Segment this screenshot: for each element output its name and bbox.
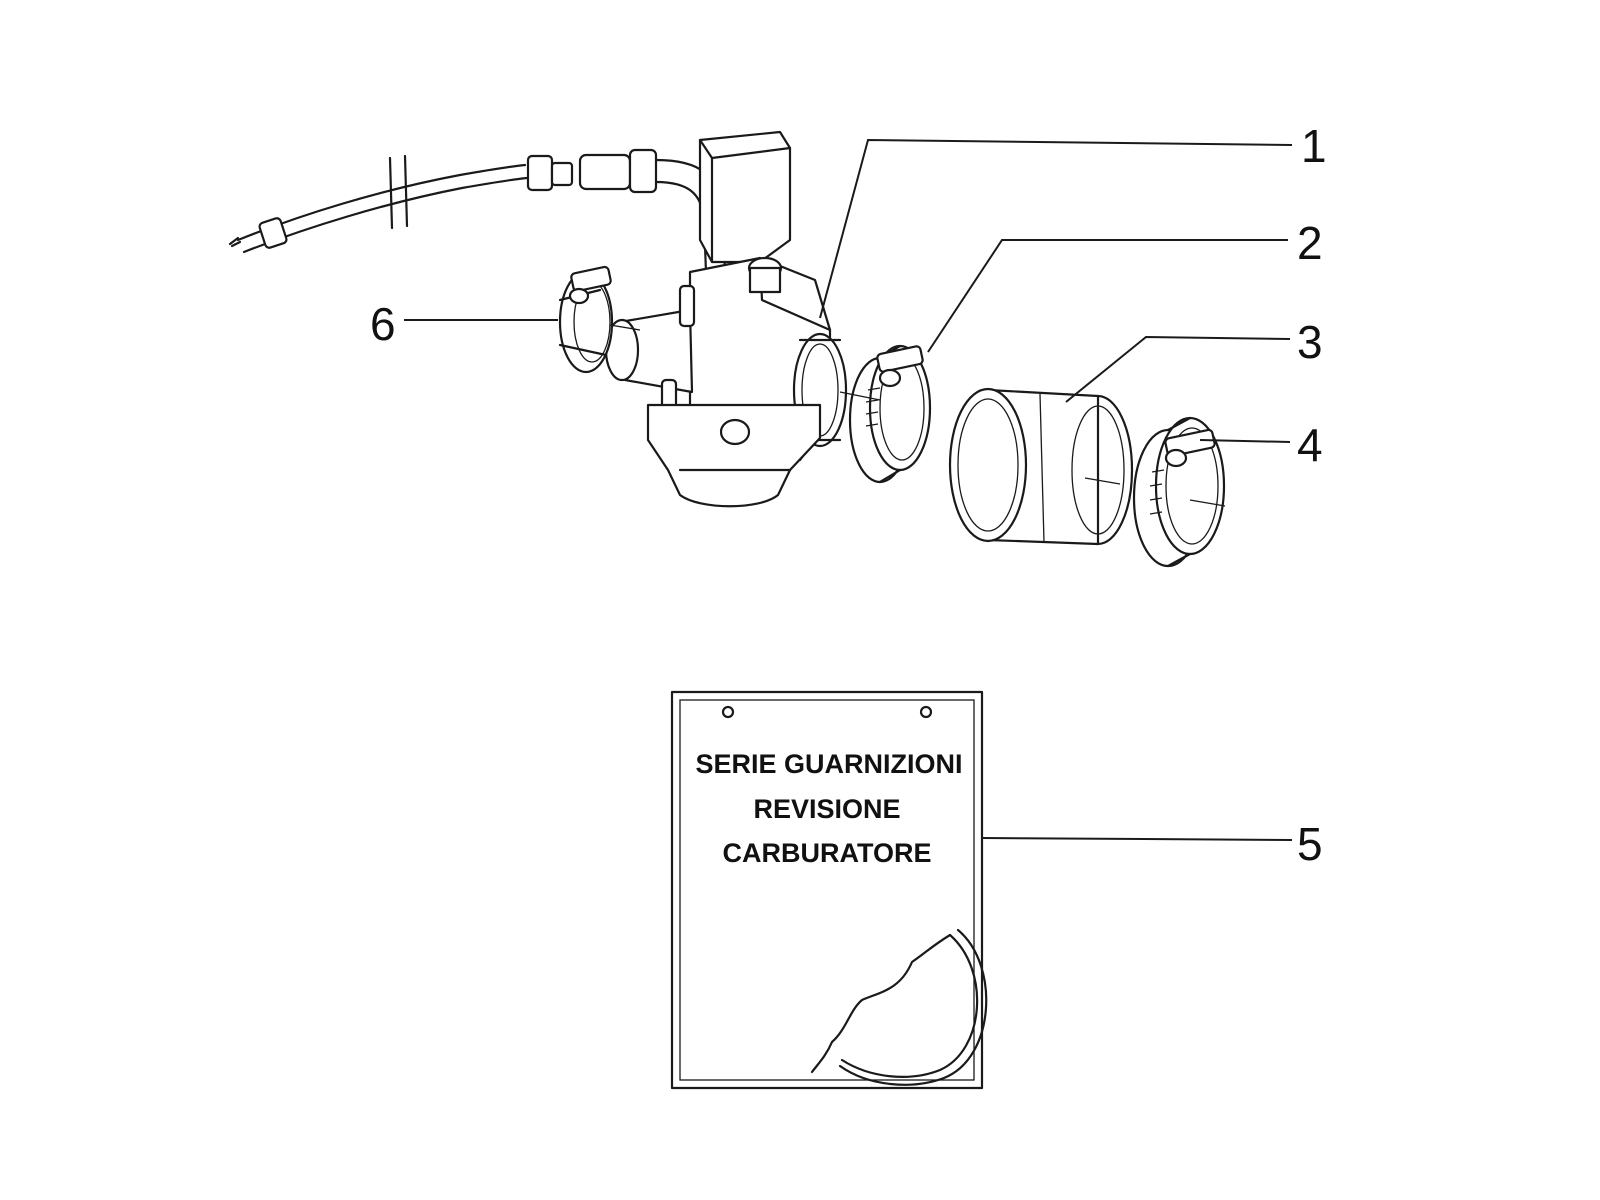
callout-5: 5 [1297,818,1323,870]
leader-5 [981,837,1293,841]
callout-2: 2 [1297,217,1323,269]
hose-clamp-4 [1132,416,1226,568]
leader-4 [1199,439,1291,443]
callout-4: 4 [1297,419,1323,471]
callout-6: 6 [370,298,396,350]
callout-3: 3 [1297,316,1323,368]
carburetor [604,130,848,508]
gasket-kit-line-1: SERIE GUARNIZIONI [695,749,962,779]
gasket-kit-line-2: REVISIONE [753,794,900,824]
hose-clamp-6 [558,265,614,374]
leader-2 [927,239,1288,353]
leader-lines [404,138,1293,841]
leader-3 [1065,335,1291,403]
throttle-cable [228,148,727,274]
callout-1: 1 [1301,120,1327,172]
hose-clamp-2 [848,344,932,484]
leader-1 [819,138,1293,319]
callout-labels: 1 2 3 4 5 6 [370,120,1327,870]
gasket-kit-bag: SERIE GUARNIZIONI REVISIONE CARBURATORE [670,690,988,1090]
gasket-kit-line-3: CARBURATORE [723,838,932,868]
intake-sleeve-3 [948,387,1134,546]
